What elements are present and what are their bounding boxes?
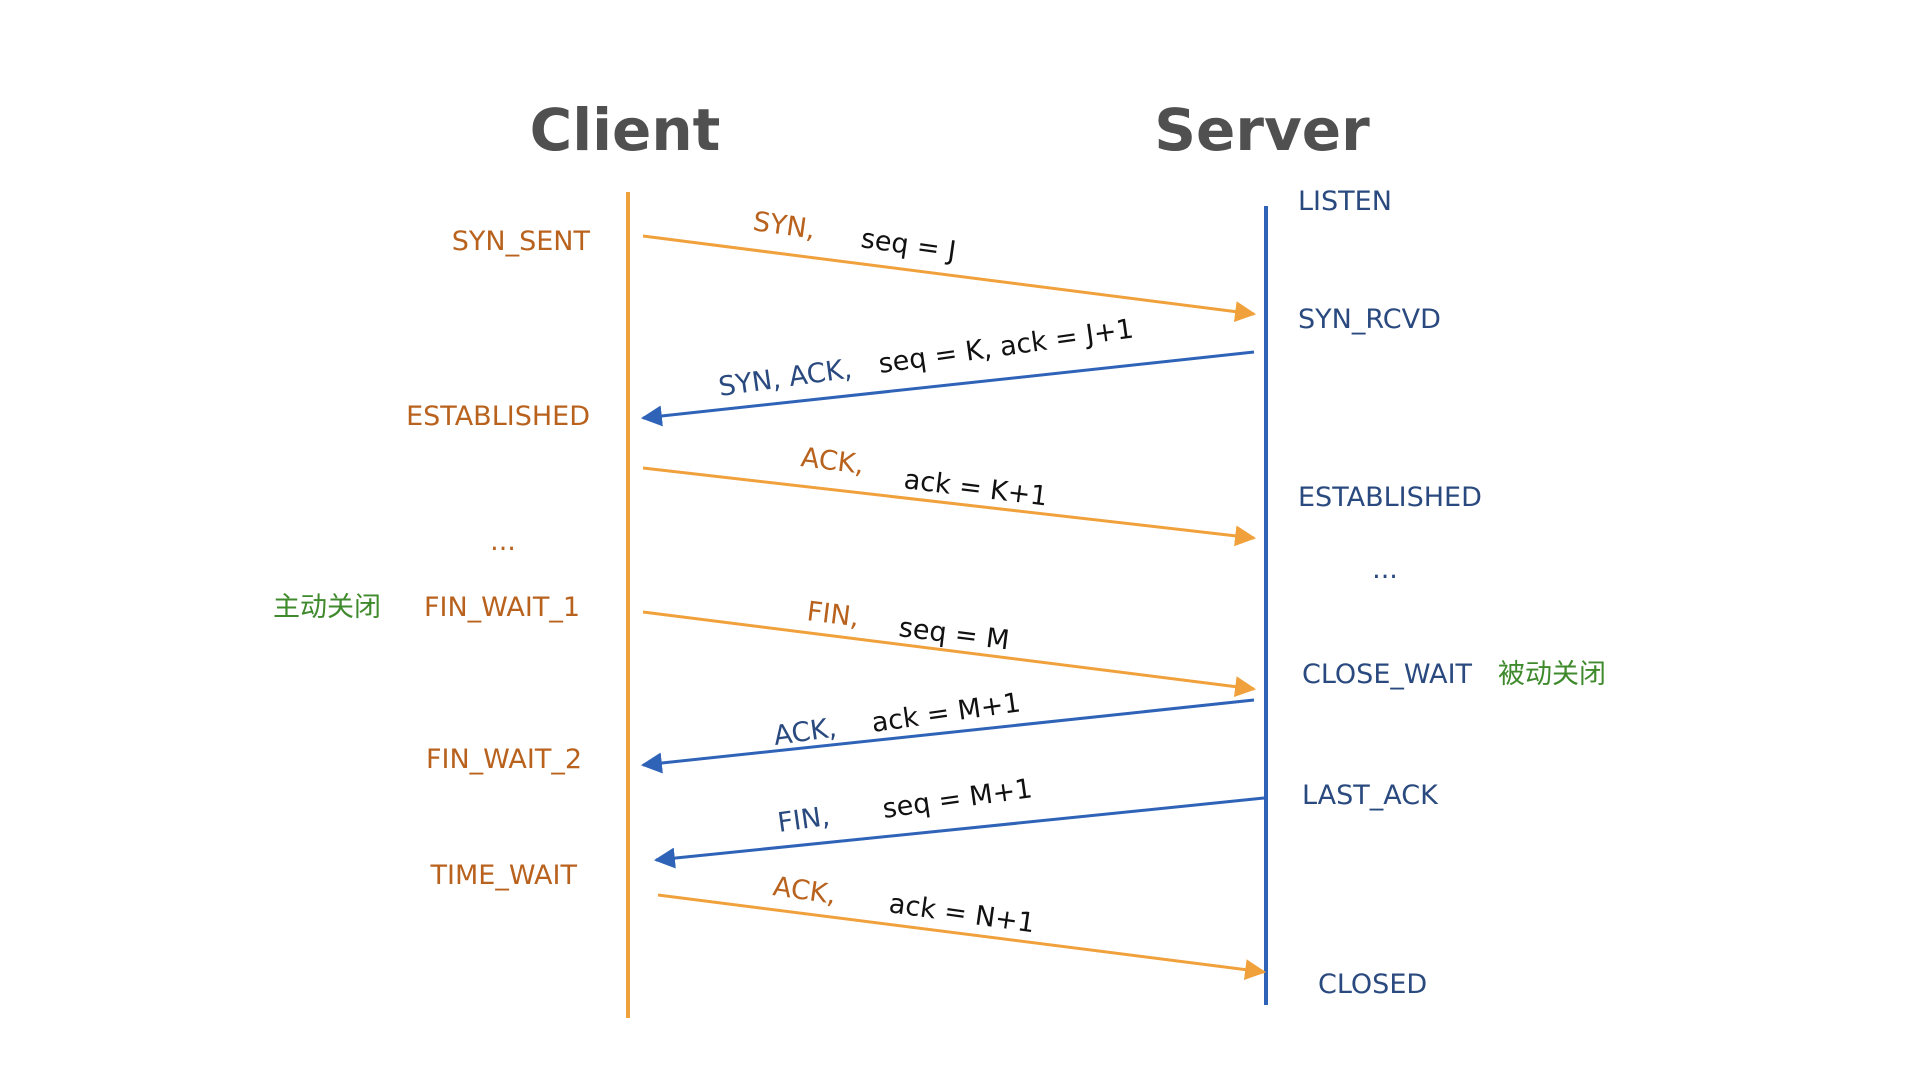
message-name: ACK, [771,871,838,910]
client-state-fin-wait-1: FIN_WAIT_1 [424,592,580,623]
message-params: seq = M [897,612,1011,656]
server-state-listen: LISTEN [1298,186,1392,217]
message-fin-1: FIN, seq = M [642,596,1257,698]
server-state-close-wait: CLOSE_WAIT [1302,659,1473,690]
message-params: seq = M+1 [881,773,1035,825]
message-arrow [640,350,1255,427]
server-header: Server [1154,96,1370,164]
message-arrow [640,698,1255,774]
message-name: FIN, [805,596,861,633]
message-ack-3: ACK, ack = N+1 [657,871,1267,981]
message-name: SYN, ACK, [717,354,854,403]
client-state-time-wait: TIME_WAIT [430,860,578,891]
message-name: FIN, [776,801,832,839]
message-syn-ack: SYN, ACK, seq = K, ack = J+1 [640,313,1255,427]
message-name: SYN, [751,206,817,245]
server-state-last-ack: LAST_ACK [1302,780,1439,811]
message-arrow [642,466,1257,547]
client-state-established: ESTABLISHED [406,401,590,432]
message-params: seq = J [859,223,958,267]
message-syn: SYN, seq = J [642,206,1257,323]
passive-close-note: 被动关闭 [1498,659,1606,690]
message-params: ack = M+1 [870,687,1023,739]
message-ack-2: ACK, ack = M+1 [640,687,1255,774]
message-name: ACK, [799,442,865,480]
server-state-closed: CLOSED [1318,969,1427,1000]
client-state-fin-wait-2: FIN_WAIT_2 [426,744,582,775]
message-arrow [642,234,1257,323]
message-arrow [653,796,1265,869]
message-ack-1: ACK, ack = K+1 [642,442,1257,547]
server-states: LISTEN SYN_RCVD ESTABLISHED ... CLOSE_WA… [1298,186,1482,1000]
client-state-ellipsis: ... [490,526,516,557]
message-arrow [642,610,1257,698]
server-state-established: ESTABLISHED [1298,482,1482,513]
client-states: SYN_SENT ESTABLISHED ... FIN_WAIT_1 FIN_… [406,226,590,891]
client-state-syn-sent: SYN_SENT [452,226,591,257]
message-params: ack = N+1 [887,888,1037,939]
active-close-note: 主动关闭 [273,592,381,623]
client-header: Client [530,96,721,164]
message-arrow [657,893,1267,981]
server-state-syn-rcvd: SYN_RCVD [1298,304,1441,335]
server-state-ellipsis: ... [1372,554,1398,585]
message-fin-2: FIN, seq = M+1 [653,773,1265,869]
